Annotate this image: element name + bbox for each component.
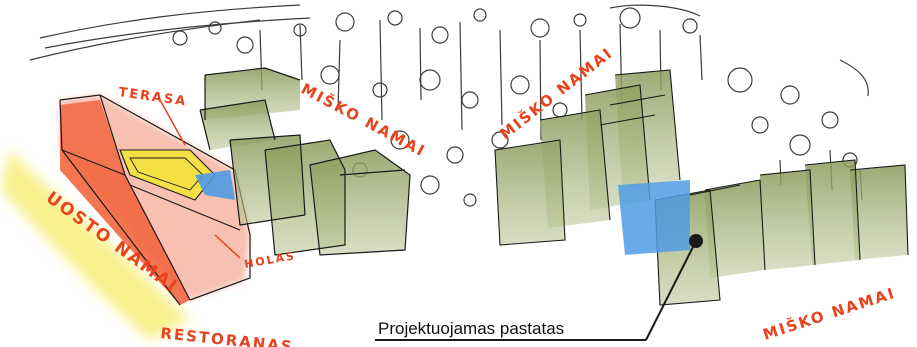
holas-leader-line xyxy=(214,234,241,259)
label-projektuojamas-pastatas: Projektuojamas pastatas xyxy=(378,319,564,338)
projected-building-marker xyxy=(375,234,703,341)
label-restoranas: RESTORANAS xyxy=(160,324,295,347)
forest-background-scribbles xyxy=(29,4,869,207)
label-misko-namai-3: MIŠKO NAMAI xyxy=(760,283,898,344)
lobby-blue-left xyxy=(195,170,235,200)
forest-houses-left xyxy=(199,67,411,256)
terrace-leader-line xyxy=(159,99,186,146)
harbour-yellow-wash xyxy=(0,150,190,340)
lobby-blue-right xyxy=(618,180,690,255)
forest-houses-right xyxy=(494,69,909,306)
restaurant-block xyxy=(59,94,251,306)
label-holas: HOLAS xyxy=(243,249,296,271)
label-terasa: TERASA xyxy=(117,85,188,109)
